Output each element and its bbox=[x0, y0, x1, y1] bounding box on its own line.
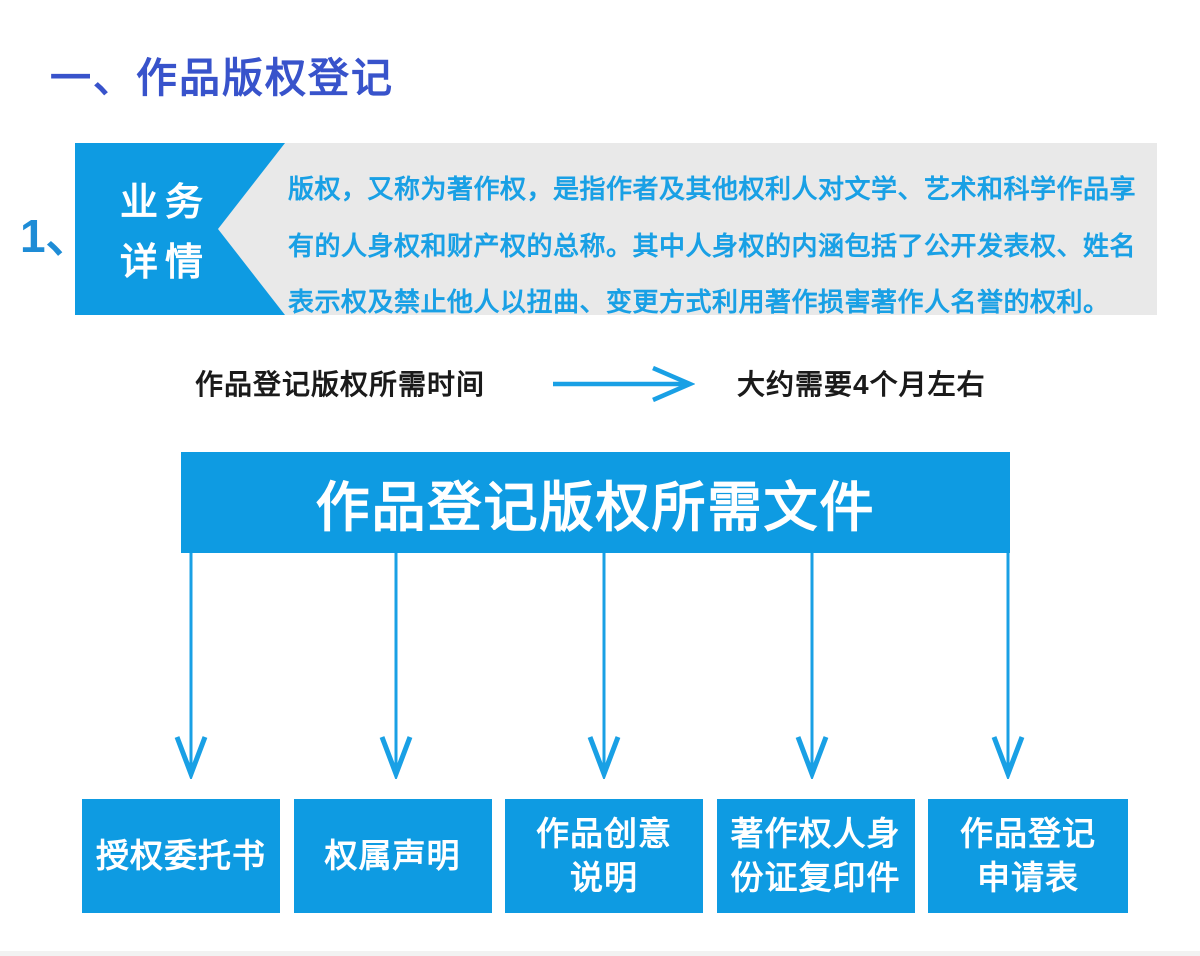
down-arrow-icon bbox=[991, 553, 1025, 779]
copyright-description-panel: 版权，又称为著作权，是指作者及其他权利人对文学、艺术和科学作品享 有的人身权和财… bbox=[218, 143, 1157, 317]
document-box-authorization-letter: 授权委托书 bbox=[82, 799, 280, 913]
down-arrow-icon bbox=[379, 553, 413, 779]
description-line: 表示权及禁止他人以扭曲、变更方式利用著作损害著作人名誉的权利。 bbox=[288, 287, 1110, 317]
down-arrow-icon bbox=[587, 553, 621, 779]
description-line: 版权，又称为著作权，是指作者及其他权利人对文学、艺术和科学作品享 bbox=[288, 174, 1137, 204]
down-arrow-icon bbox=[795, 553, 829, 779]
detail-tag-line2: 详情 bbox=[119, 242, 210, 284]
page-title: 一、作品版权登记 bbox=[50, 55, 394, 101]
duration-value: 大约需要4个月左右 bbox=[737, 369, 986, 400]
down-arrow-icon bbox=[174, 553, 208, 779]
documents-heading-banner: 作品登记版权所需文件 bbox=[181, 452, 1010, 553]
document-box-creative-description: 作品创意 说明 bbox=[505, 799, 703, 913]
document-box-application-form: 作品登记 申请表 bbox=[928, 799, 1128, 913]
duration-label: 作品登记版权所需时间 bbox=[195, 369, 486, 400]
document-box-ownership-statement: 权属声明 bbox=[293, 799, 492, 913]
bottom-divider bbox=[0, 951, 1200, 956]
detail-tag-line1: 业务 bbox=[119, 182, 210, 224]
document-boxes-row: 授权委托书 权属声明 作品创意 说明 著作权人身 份证复印件 作品登记 申请表 bbox=[82, 799, 1128, 913]
description-line: 有的人身权和财产权的总称。其中人身权的内涵包括了公开发表权、姓名 bbox=[288, 230, 1137, 261]
document-box-id-copy: 著作权人身 份证复印件 bbox=[716, 799, 915, 913]
right-arrow-icon bbox=[553, 366, 695, 402]
